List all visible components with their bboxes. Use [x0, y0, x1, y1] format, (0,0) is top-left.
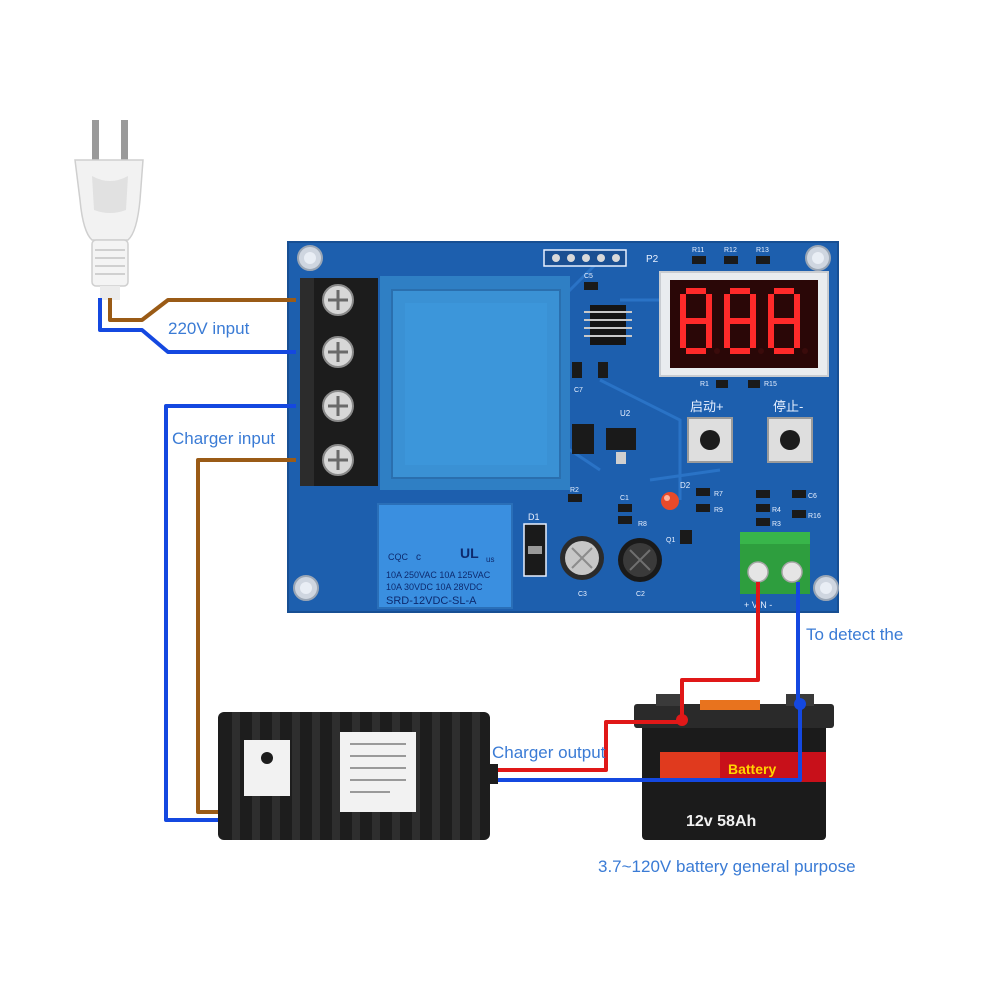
digit-3-segment-e [768, 321, 774, 348]
wire-charger-input-blue [164, 404, 296, 822]
relay-mark-ul: UL [460, 545, 479, 561]
wire-output-blue [498, 704, 802, 782]
wire-charger-input-brown [196, 458, 296, 814]
battery-rating: 12v 58Ah [686, 813, 756, 830]
digit-3-segment-f [768, 294, 774, 321]
digit-1-segment-g [686, 318, 706, 324]
digit-1-segment-b [706, 294, 712, 321]
mounting-hole [813, 575, 839, 601]
relay-rating-dc: 10A 30VDC 10A 28VDC [386, 582, 483, 592]
label-charger-output: Charger output [492, 743, 606, 762]
charger-control-board: P2 启动+ [287, 241, 839, 613]
digit-2-segment-a [730, 288, 750, 294]
wire-ac-blue [98, 298, 296, 354]
digit-1-segment-e [680, 321, 686, 348]
digit-2-segment-e [724, 321, 730, 348]
charger-adapter [218, 712, 498, 840]
label-detect: To detect the [806, 625, 903, 644]
ref-q1: Q1 [666, 537, 675, 544]
ref-r16: R16 [808, 513, 821, 520]
header-label: P2 [646, 254, 659, 265]
ref-d2: D2 [680, 481, 691, 490]
stop-button[interactable] [767, 417, 813, 463]
ac-plug-icon [74, 120, 144, 300]
led-indicator [661, 492, 679, 510]
diode [523, 523, 547, 577]
label-battery-caption: 3.7~120V battery general purpose [598, 857, 856, 876]
digit-2-segment-g [730, 318, 750, 324]
ref-r7: R7 [714, 491, 723, 498]
start-button[interactable] [687, 417, 733, 463]
relay-mark-us: us [486, 555, 494, 564]
seven-segment-display [659, 271, 829, 377]
digit-2-decimal-point [758, 348, 764, 354]
digit-3-segment-b [794, 294, 800, 321]
wire-ac-brown [108, 298, 296, 322]
digit-3-segment-a [774, 288, 794, 294]
relay-mark-c: c [416, 552, 421, 563]
car-battery: Battery 12v 58Ah [634, 694, 834, 840]
digit-1-decimal-point [714, 348, 720, 354]
digit-1-segment-d [686, 348, 706, 354]
ref-r9: R9 [714, 507, 723, 514]
capacitor-c3 [560, 536, 604, 580]
ref-r15: R15 [764, 381, 777, 388]
wires [98, 298, 802, 822]
ref-c3: C3 [578, 591, 587, 598]
relay-rating-ac: 10A 250VAC 10A 125VAC [386, 570, 491, 580]
capacitor-c2 [618, 538, 662, 582]
digit-2-segment-d [730, 348, 750, 354]
wire-detect-red [680, 582, 760, 722]
terminal-screws [322, 284, 354, 476]
mounting-hole [805, 245, 831, 271]
relay-mark-cqc: CQC [388, 552, 409, 562]
label-220v-input: 220V input [168, 319, 250, 338]
relay-model: SRD-12VDC-SL-A [386, 595, 477, 607]
smd-components [568, 256, 806, 544]
ref-c2: C2 [636, 591, 645, 598]
ref-r12: R12 [724, 247, 737, 254]
display-digits [680, 288, 808, 354]
ref-d1: D1 [528, 512, 540, 522]
transformer [380, 276, 570, 490]
mounting-hole [293, 575, 319, 601]
digit-1-segment-c [706, 321, 712, 348]
ic-chip [584, 305, 632, 345]
ref-u2: U2 [620, 409, 631, 418]
digit-2-segment-f [724, 294, 730, 321]
pin-header: P2 [543, 249, 659, 267]
ref-r8: R8 [638, 521, 647, 528]
digit-1-segment-a [686, 288, 706, 294]
ref-r3: R3 [772, 521, 781, 528]
ref-r13: R13 [756, 247, 769, 254]
ref-r2: R2 [570, 487, 579, 494]
digit-3-segment-d [774, 348, 794, 354]
ref-c6: C6 [808, 493, 817, 500]
digit-2-segment-c [750, 321, 756, 348]
mounting-hole [297, 245, 323, 271]
digit-1-segment-f [680, 294, 686, 321]
ref-r4: R4 [772, 507, 781, 514]
digit-2-segment-b [750, 294, 756, 321]
battery-brand: Battery [728, 761, 776, 777]
stop-button-label: 停止- [773, 399, 803, 414]
digit-3-decimal-point [802, 348, 808, 354]
battery-positive-terminal [676, 714, 688, 726]
digit-3-segment-g [774, 318, 794, 324]
battery-negative-terminal [794, 698, 806, 710]
wire-output-red [498, 720, 682, 772]
ref-c5: C5 [584, 273, 593, 280]
ref-c1: C1 [620, 495, 629, 502]
start-button-label: 启动+ [690, 399, 724, 414]
relay: CQC c UL us 10A 250VAC 10A 125VAC 10A 30… [377, 503, 513, 609]
digit-3-segment-c [794, 321, 800, 348]
ref-r1: R1 [700, 381, 709, 388]
label-charger-input: Charger input [172, 429, 275, 448]
ref-c7: C7 [574, 387, 583, 394]
ref-r11: R11 [692, 247, 704, 254]
